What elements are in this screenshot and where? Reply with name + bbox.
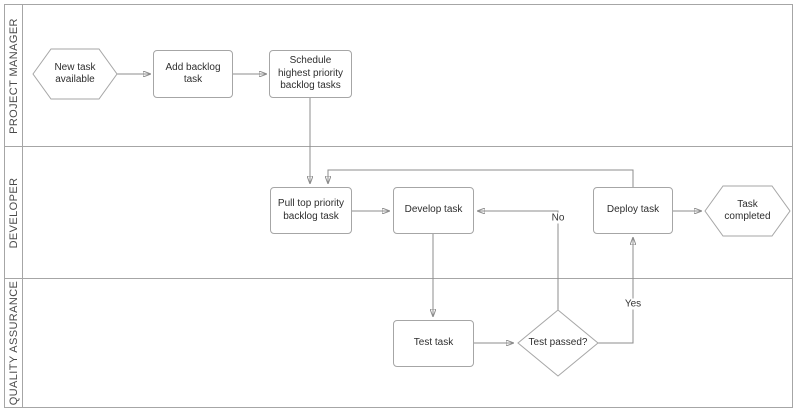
lane-label-text: DEVELOPER xyxy=(7,177,20,248)
node-label: Schedule highest priority backlog tasks xyxy=(277,55,344,92)
node-develop-task[interactable]: Develop task xyxy=(393,187,474,234)
node-label: Test passed? xyxy=(528,336,588,348)
node-label: Test task xyxy=(413,337,454,349)
connector-decision-yes-to-deploy[interactable] xyxy=(598,238,633,344)
node-new-task-available[interactable]: New task available xyxy=(32,48,118,100)
hexagon-shape xyxy=(704,185,791,237)
lane-project-manager: PROJECT MANAGER xyxy=(5,5,792,146)
lane-label-text: PROJECT MANAGER xyxy=(7,17,20,134)
lane-label-text: QUALITY ASSURANCE xyxy=(7,280,20,406)
edge-label-yes[interactable]: Yes xyxy=(622,298,644,310)
connector-decision-no-to-develop[interactable] xyxy=(478,211,559,310)
node-test-passed-decision[interactable]: Test passed? xyxy=(517,309,599,377)
node-label: Add backlog task xyxy=(165,61,221,86)
lane-label-developer[interactable]: DEVELOPER xyxy=(5,147,23,278)
node-add-backlog-task[interactable]: Add backlog task xyxy=(153,50,233,98)
lane-developer: DEVELOPER xyxy=(5,146,792,278)
node-label: New task available xyxy=(54,61,96,86)
node-label: Deploy task xyxy=(606,204,660,216)
node-pull-top-priority[interactable]: Pull top priority backlog task xyxy=(270,187,352,234)
node-label: Task completed xyxy=(724,198,771,223)
lane-quality-assurance: QUALITY ASSURANCE xyxy=(5,278,792,407)
edge-label-no[interactable]: No xyxy=(549,212,567,224)
diamond-shape xyxy=(517,309,599,377)
lane-label-quality-assurance[interactable]: QUALITY ASSURANCE xyxy=(5,279,23,407)
node-schedule-highest-priority[interactable]: Schedule highest priority backlog tasks xyxy=(269,50,352,98)
node-label: Pull top priority backlog task xyxy=(277,198,345,222)
node-deploy-task[interactable]: Deploy task xyxy=(593,187,673,234)
connector-deploy-loop-to-pull[interactable] xyxy=(328,169,634,187)
node-label: Develop task xyxy=(404,204,463,216)
node-test-task[interactable]: Test task xyxy=(393,320,474,367)
lane-body-project-manager xyxy=(23,5,792,146)
hexagon-shape xyxy=(32,48,118,100)
lane-label-project-manager[interactable]: PROJECT MANAGER xyxy=(5,5,23,146)
node-task-completed[interactable]: Task completed xyxy=(704,185,791,237)
